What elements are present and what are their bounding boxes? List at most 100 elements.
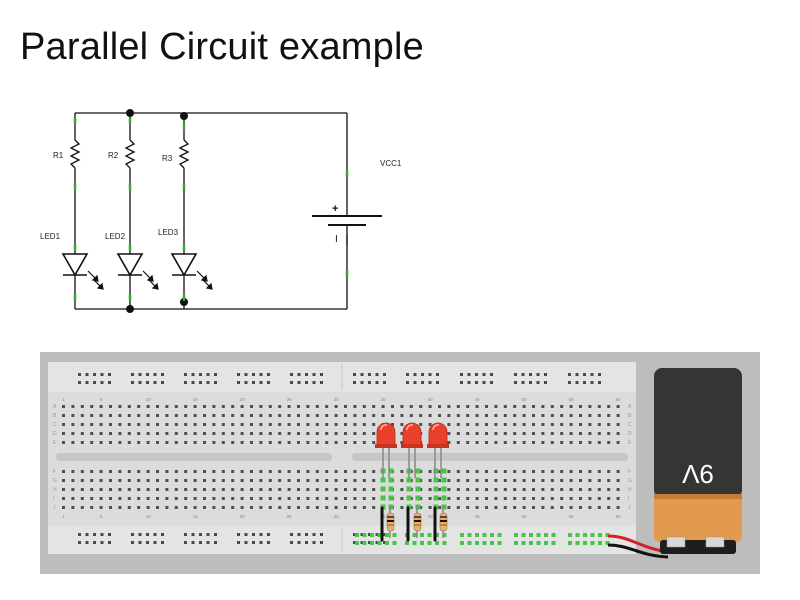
terminal-hole [250, 479, 253, 482]
terminal-hole [62, 506, 65, 509]
rail-hole [206, 541, 210, 544]
terminal-hole [494, 441, 498, 444]
terminal-hole [532, 488, 535, 491]
terminal-hole [334, 405, 338, 408]
terminal-hole [174, 432, 178, 435]
terminal-hole [287, 432, 291, 435]
terminal-hole [419, 414, 423, 417]
terminal-hole [353, 414, 357, 417]
rail-hole [421, 373, 424, 376]
terminal-hole [118, 488, 122, 491]
rail-hole [252, 541, 255, 544]
terminal-hole [466, 506, 470, 509]
terminal-hole [419, 506, 423, 509]
terminal-hole [80, 423, 84, 426]
resistor-r2 [124, 139, 136, 169]
terminal-hole [532, 441, 535, 444]
board-led [427, 422, 449, 478]
terminal-hole [203, 470, 206, 473]
rail-hole [206, 381, 210, 384]
terminal-hole [156, 405, 159, 408]
terminal-hole [419, 470, 423, 473]
terminal-hole [165, 405, 169, 408]
rail-hole [108, 373, 111, 376]
terminal-hole [372, 488, 376, 491]
terminal-hole [231, 488, 235, 491]
terminal-hole [372, 506, 376, 509]
board-led [375, 422, 397, 478]
rail-hole [568, 373, 571, 376]
connected-hole [433, 486, 439, 492]
terminal-hole [560, 497, 564, 500]
terminal-hole [503, 423, 507, 426]
terminal-hole [616, 441, 620, 444]
terminal-hole [607, 405, 611, 408]
terminal-hole [616, 488, 620, 491]
terminal-hole [456, 470, 460, 473]
battery-symbol [312, 205, 382, 245]
terminal-hole [353, 488, 357, 491]
terminal-hole [109, 432, 112, 435]
terminal-hole [62, 497, 65, 500]
terminal-hole [240, 479, 244, 482]
terminal-hole [90, 470, 94, 473]
column-number: 50 [522, 514, 528, 519]
led3-label: LED3 [158, 228, 179, 237]
terminal-hole [306, 470, 310, 473]
terminal-hole [278, 441, 282, 444]
terminal-hole [221, 488, 225, 491]
terminal-hole [428, 423, 432, 426]
junction-bottom-3 [180, 298, 188, 306]
terminal-hole [569, 488, 573, 491]
terminal-hole [127, 497, 131, 500]
connected-hole [412, 541, 417, 545]
terminal-hole [90, 432, 94, 435]
r3-label: R3 [162, 154, 173, 163]
terminal-hole [156, 414, 159, 417]
terminal-hole [588, 441, 592, 444]
row-letter: I [628, 496, 629, 502]
led2-label: LED2 [105, 232, 126, 241]
terminal-hole [569, 479, 573, 482]
terminal-hole [231, 497, 235, 500]
rail-hole [360, 381, 364, 384]
terminal-hole [400, 414, 404, 417]
terminal-hole [532, 405, 535, 408]
terminal-hole [607, 479, 611, 482]
terminal-hole [607, 497, 611, 500]
terminal-hole [588, 479, 592, 482]
terminal-hole [494, 423, 498, 426]
terminal-hole [456, 405, 460, 408]
connected-hole [388, 477, 394, 483]
terminal-hole [137, 414, 141, 417]
terminal-hole [193, 414, 197, 417]
column-number: 40 [428, 514, 434, 519]
terminal-hole [362, 432, 366, 435]
terminal-hole [315, 414, 319, 417]
terminal-hole [419, 497, 423, 500]
connected-hole [460, 533, 464, 537]
terminal-hole [597, 497, 601, 500]
terminal-hole [287, 506, 291, 509]
led3-symbol [170, 253, 198, 277]
terminal-hole [419, 405, 423, 408]
terminal-hole [588, 414, 592, 417]
connected-hole [605, 533, 610, 537]
terminal-hole [466, 497, 470, 500]
terminal-hole [71, 497, 75, 500]
terminal-hole [456, 432, 460, 435]
terminal-hole [438, 414, 441, 417]
rail-hole [297, 373, 301, 376]
terminal-hole [127, 405, 131, 408]
terminal-hole [522, 423, 526, 426]
rail-hole [290, 541, 293, 544]
terminal-hole [203, 423, 206, 426]
terminal-hole [203, 414, 206, 417]
terminal-hole [268, 479, 272, 482]
terminal-hole [475, 479, 479, 482]
terminal-hole [306, 441, 310, 444]
connected-hole [441, 486, 447, 492]
terminal-hole [99, 423, 103, 426]
junction-top-2 [126, 109, 134, 117]
